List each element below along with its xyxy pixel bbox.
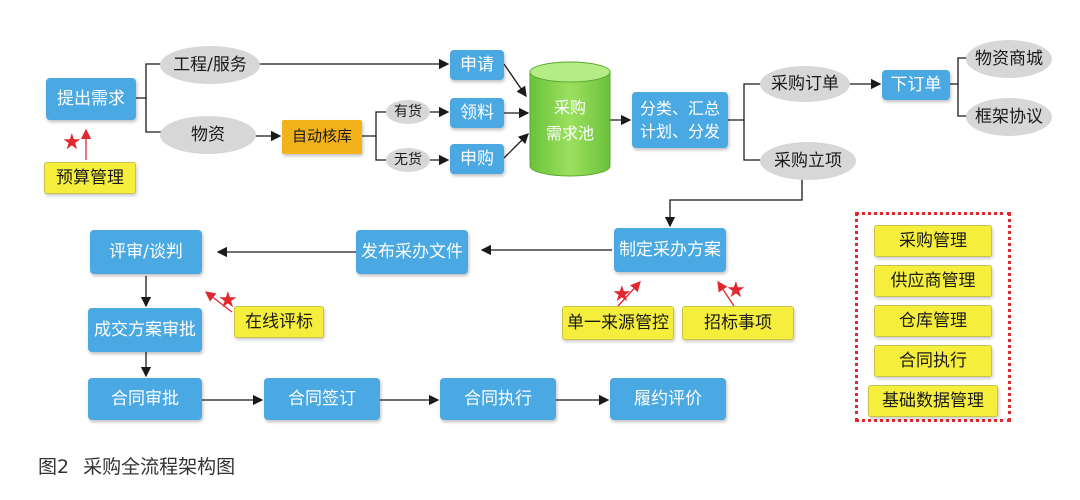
project-initiation-ellipse: 采购立项 bbox=[760, 142, 856, 180]
legend-item: 采购管理 bbox=[874, 225, 992, 257]
figure-title: 采购全流程架构图 bbox=[83, 456, 236, 478]
auto-inventory-check-box: 自动核库 bbox=[282, 120, 362, 154]
review-negotiation-box: 评审/谈判 bbox=[90, 230, 202, 274]
apply-box: 申请 bbox=[450, 50, 504, 80]
classify-distribute-box: 分类、汇总 计划、分发 bbox=[632, 92, 728, 148]
legend-item: 供应商管理 bbox=[874, 265, 992, 297]
star-icon: ★ bbox=[726, 278, 746, 303]
legend-item: 合同执行 bbox=[874, 345, 992, 377]
module-legend: 采购管理 供应商管理 仓库管理 合同执行 基础数据管理 bbox=[855, 212, 1011, 422]
place-order-box: 下订单 bbox=[882, 70, 950, 100]
purchase-order-ellipse: 采购订单 bbox=[760, 66, 850, 102]
demand-pool-cylinder bbox=[529, 61, 611, 177]
deal-plan-approval-box: 成交方案审批 bbox=[88, 308, 202, 352]
classify-line2: 计划、分发 bbox=[639, 122, 720, 141]
pool-label-line1: 采购 bbox=[553, 98, 586, 118]
publish-documents-box: 发布采办文件 bbox=[356, 230, 468, 274]
purchase-request-box: 申购 bbox=[450, 144, 504, 174]
classify-line1: 分类、汇总 bbox=[639, 98, 720, 118]
star-icon: ★ bbox=[612, 282, 632, 307]
budget-management-box: 预算管理 bbox=[44, 162, 136, 194]
legend-item: 仓库管理 bbox=[874, 305, 992, 337]
framework-agreement-ellipse: 框架协议 bbox=[966, 98, 1052, 136]
bidding-matters-box: 招标事项 bbox=[682, 306, 794, 340]
out-of-stock-ellipse: 无货 bbox=[386, 148, 430, 172]
single-source-control-box: 单一来源管控 bbox=[562, 306, 674, 340]
contract-approval-box: 合同审批 bbox=[88, 378, 202, 420]
star-icon: ★ bbox=[218, 288, 238, 313]
contract-signing-box: 合同签订 bbox=[264, 378, 380, 420]
contract-execution-box: 合同执行 bbox=[440, 378, 556, 420]
materials-ellipse: 物资 bbox=[160, 116, 256, 154]
star-icon: ★ bbox=[62, 130, 82, 155]
propose-demand-box: 提出需求 bbox=[46, 78, 136, 120]
figure-caption: 图2 采购全流程架构图 bbox=[38, 452, 249, 479]
materials-mall-ellipse: 物资商城 bbox=[966, 40, 1052, 78]
legend-item: 基础数据管理 bbox=[868, 385, 998, 417]
receive-materials-box: 领料 bbox=[450, 98, 504, 128]
engineering-service-ellipse: 工程/服务 bbox=[160, 46, 260, 84]
procurement-plan-box: 制定采办方案 bbox=[614, 228, 726, 272]
figure-number: 图2 bbox=[38, 456, 70, 478]
in-stock-ellipse: 有货 bbox=[386, 100, 430, 124]
pool-label-line2: 需求池 bbox=[545, 124, 594, 144]
online-evaluation-box: 在线评标 bbox=[234, 306, 324, 338]
performance-evaluation-box: 履约评价 bbox=[610, 378, 726, 420]
